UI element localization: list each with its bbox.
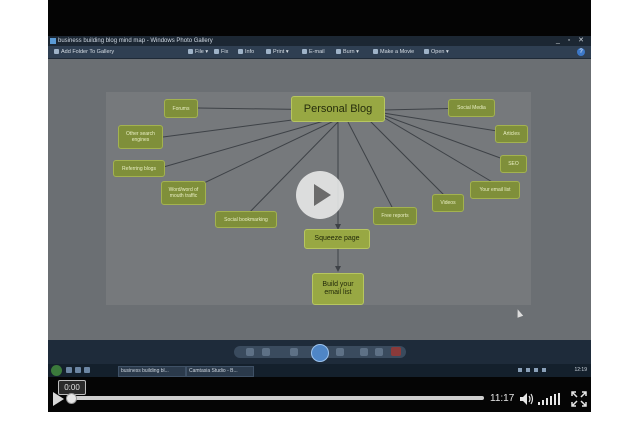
node-squeeze-page: Squeeze page bbox=[304, 229, 370, 249]
gallery-control-bar bbox=[48, 340, 591, 364]
tray-icon-3[interactable] bbox=[534, 368, 538, 372]
menu-add-folder[interactable]: Add Folder To Gallery bbox=[54, 46, 114, 58]
connector-articles bbox=[382, 112, 511, 134]
tray-icon-4[interactable] bbox=[542, 368, 546, 372]
slideshow-button[interactable] bbox=[311, 344, 329, 362]
app-icon bbox=[50, 38, 56, 44]
play-overlay-button[interactable] bbox=[296, 171, 344, 219]
window-titlebar: business building blog mind map - Window… bbox=[48, 36, 591, 46]
start-button[interactable] bbox=[51, 365, 62, 376]
node-build-email-list: Build your email list bbox=[312, 273, 364, 305]
node-word-of-mouth: Word/word of mouth traffic bbox=[161, 181, 206, 205]
maximize-button[interactable]: ▫ bbox=[567, 37, 571, 44]
menu-file[interactable]: File ▾ bbox=[188, 46, 208, 58]
tray-icon-2[interactable] bbox=[526, 368, 530, 372]
node-personal-blog: Personal Blog bbox=[291, 96, 385, 122]
taskbar-item-gallery[interactable]: business building bl... bbox=[118, 366, 186, 377]
movie-icon bbox=[373, 49, 378, 55]
arrowhead-squeeze bbox=[335, 224, 341, 230]
previous-icon[interactable] bbox=[290, 348, 298, 356]
node-social-bookmarking: Social bookmarking bbox=[215, 211, 277, 228]
menu-fix[interactable]: Fix bbox=[214, 46, 228, 58]
info-icon bbox=[238, 49, 243, 55]
fullscreen-icon[interactable] bbox=[571, 391, 587, 407]
play-icon bbox=[314, 184, 331, 206]
file-icon bbox=[188, 49, 193, 55]
fix-icon bbox=[214, 49, 219, 55]
node-free-reports: Free reports bbox=[373, 207, 417, 225]
volume-icon[interactable] bbox=[520, 393, 534, 405]
tray-icon-1[interactable] bbox=[518, 368, 522, 372]
volume-level[interactable] bbox=[538, 393, 568, 405]
connector-videos bbox=[367, 118, 449, 200]
menu-info[interactable]: Info bbox=[238, 46, 254, 58]
node-other-search-engines: Other search engines bbox=[118, 125, 163, 149]
window-title: business building blog mind map - Window… bbox=[58, 38, 213, 44]
node-articles: Articles bbox=[495, 125, 528, 143]
info-pane-icon[interactable] bbox=[246, 348, 254, 356]
connector-word-of-mouth bbox=[182, 118, 339, 194]
burn-icon bbox=[336, 49, 341, 55]
zoom-icon[interactable] bbox=[375, 348, 383, 356]
node-seo: SEO bbox=[500, 155, 527, 173]
menu-burn[interactable]: Burn ▾ bbox=[336, 46, 359, 58]
windows-taskbar: business building bl... Camtasia Studio … bbox=[48, 364, 591, 377]
menu-make-movie[interactable]: Make a Movie bbox=[373, 46, 414, 58]
connector-referring bbox=[159, 116, 339, 169]
rotate-icon[interactable] bbox=[262, 348, 270, 356]
menu-open[interactable]: Open ▾ bbox=[424, 46, 449, 58]
node-videos: Videos bbox=[432, 194, 464, 212]
minimize-button[interactable]: _ bbox=[556, 37, 560, 44]
quicklaunch-icon-2[interactable] bbox=[75, 367, 81, 373]
seek-bar[interactable] bbox=[71, 396, 484, 400]
taskbar-item-camtasia[interactable]: Camtasia Studio - B... bbox=[186, 366, 254, 377]
seek-handle[interactable] bbox=[66, 393, 77, 404]
node-forums: Forums bbox=[164, 99, 198, 118]
menu-print[interactable]: Print ▾ bbox=[266, 46, 289, 58]
connector-seo bbox=[382, 114, 515, 164]
add-folder-icon bbox=[54, 49, 59, 55]
play-icon[interactable] bbox=[53, 392, 64, 406]
node-social-media: Social Media bbox=[448, 99, 495, 117]
help-icon[interactable]: ? bbox=[577, 48, 585, 56]
mind-map-connectors bbox=[159, 107, 515, 272]
open-icon bbox=[424, 49, 429, 55]
arrowhead-build bbox=[335, 266, 341, 272]
print-icon bbox=[266, 49, 271, 55]
node-your-email-list: Your email list bbox=[470, 181, 520, 199]
close-button[interactable]: ✕ bbox=[578, 37, 584, 44]
menu-email[interactable]: E-mail bbox=[302, 46, 325, 58]
connector-free-reports bbox=[347, 121, 394, 210]
photo-viewer: Forums Other search engines Referring bl… bbox=[48, 59, 591, 340]
letterbox-top bbox=[48, 0, 591, 36]
next-icon[interactable] bbox=[336, 348, 344, 356]
connector-social-bookmarking bbox=[242, 121, 339, 220]
video-player[interactable]: business building blog mind map - Window… bbox=[48, 0, 591, 412]
quicklaunch-icon-1[interactable] bbox=[66, 367, 72, 373]
rotate-right-icon[interactable] bbox=[360, 348, 368, 356]
delete-icon[interactable] bbox=[391, 347, 401, 356]
connector-your-email bbox=[382, 116, 495, 184]
email-icon bbox=[302, 49, 307, 55]
taskbar-clock: 12:19 bbox=[574, 367, 587, 373]
menu-bar: Add Folder To Gallery File ▾ Fix Info Pr… bbox=[48, 46, 591, 59]
duration: 11:17 bbox=[490, 393, 515, 404]
node-referring-blogs: Referring blogs bbox=[113, 160, 165, 177]
quicklaunch-icon-3[interactable] bbox=[84, 367, 90, 373]
